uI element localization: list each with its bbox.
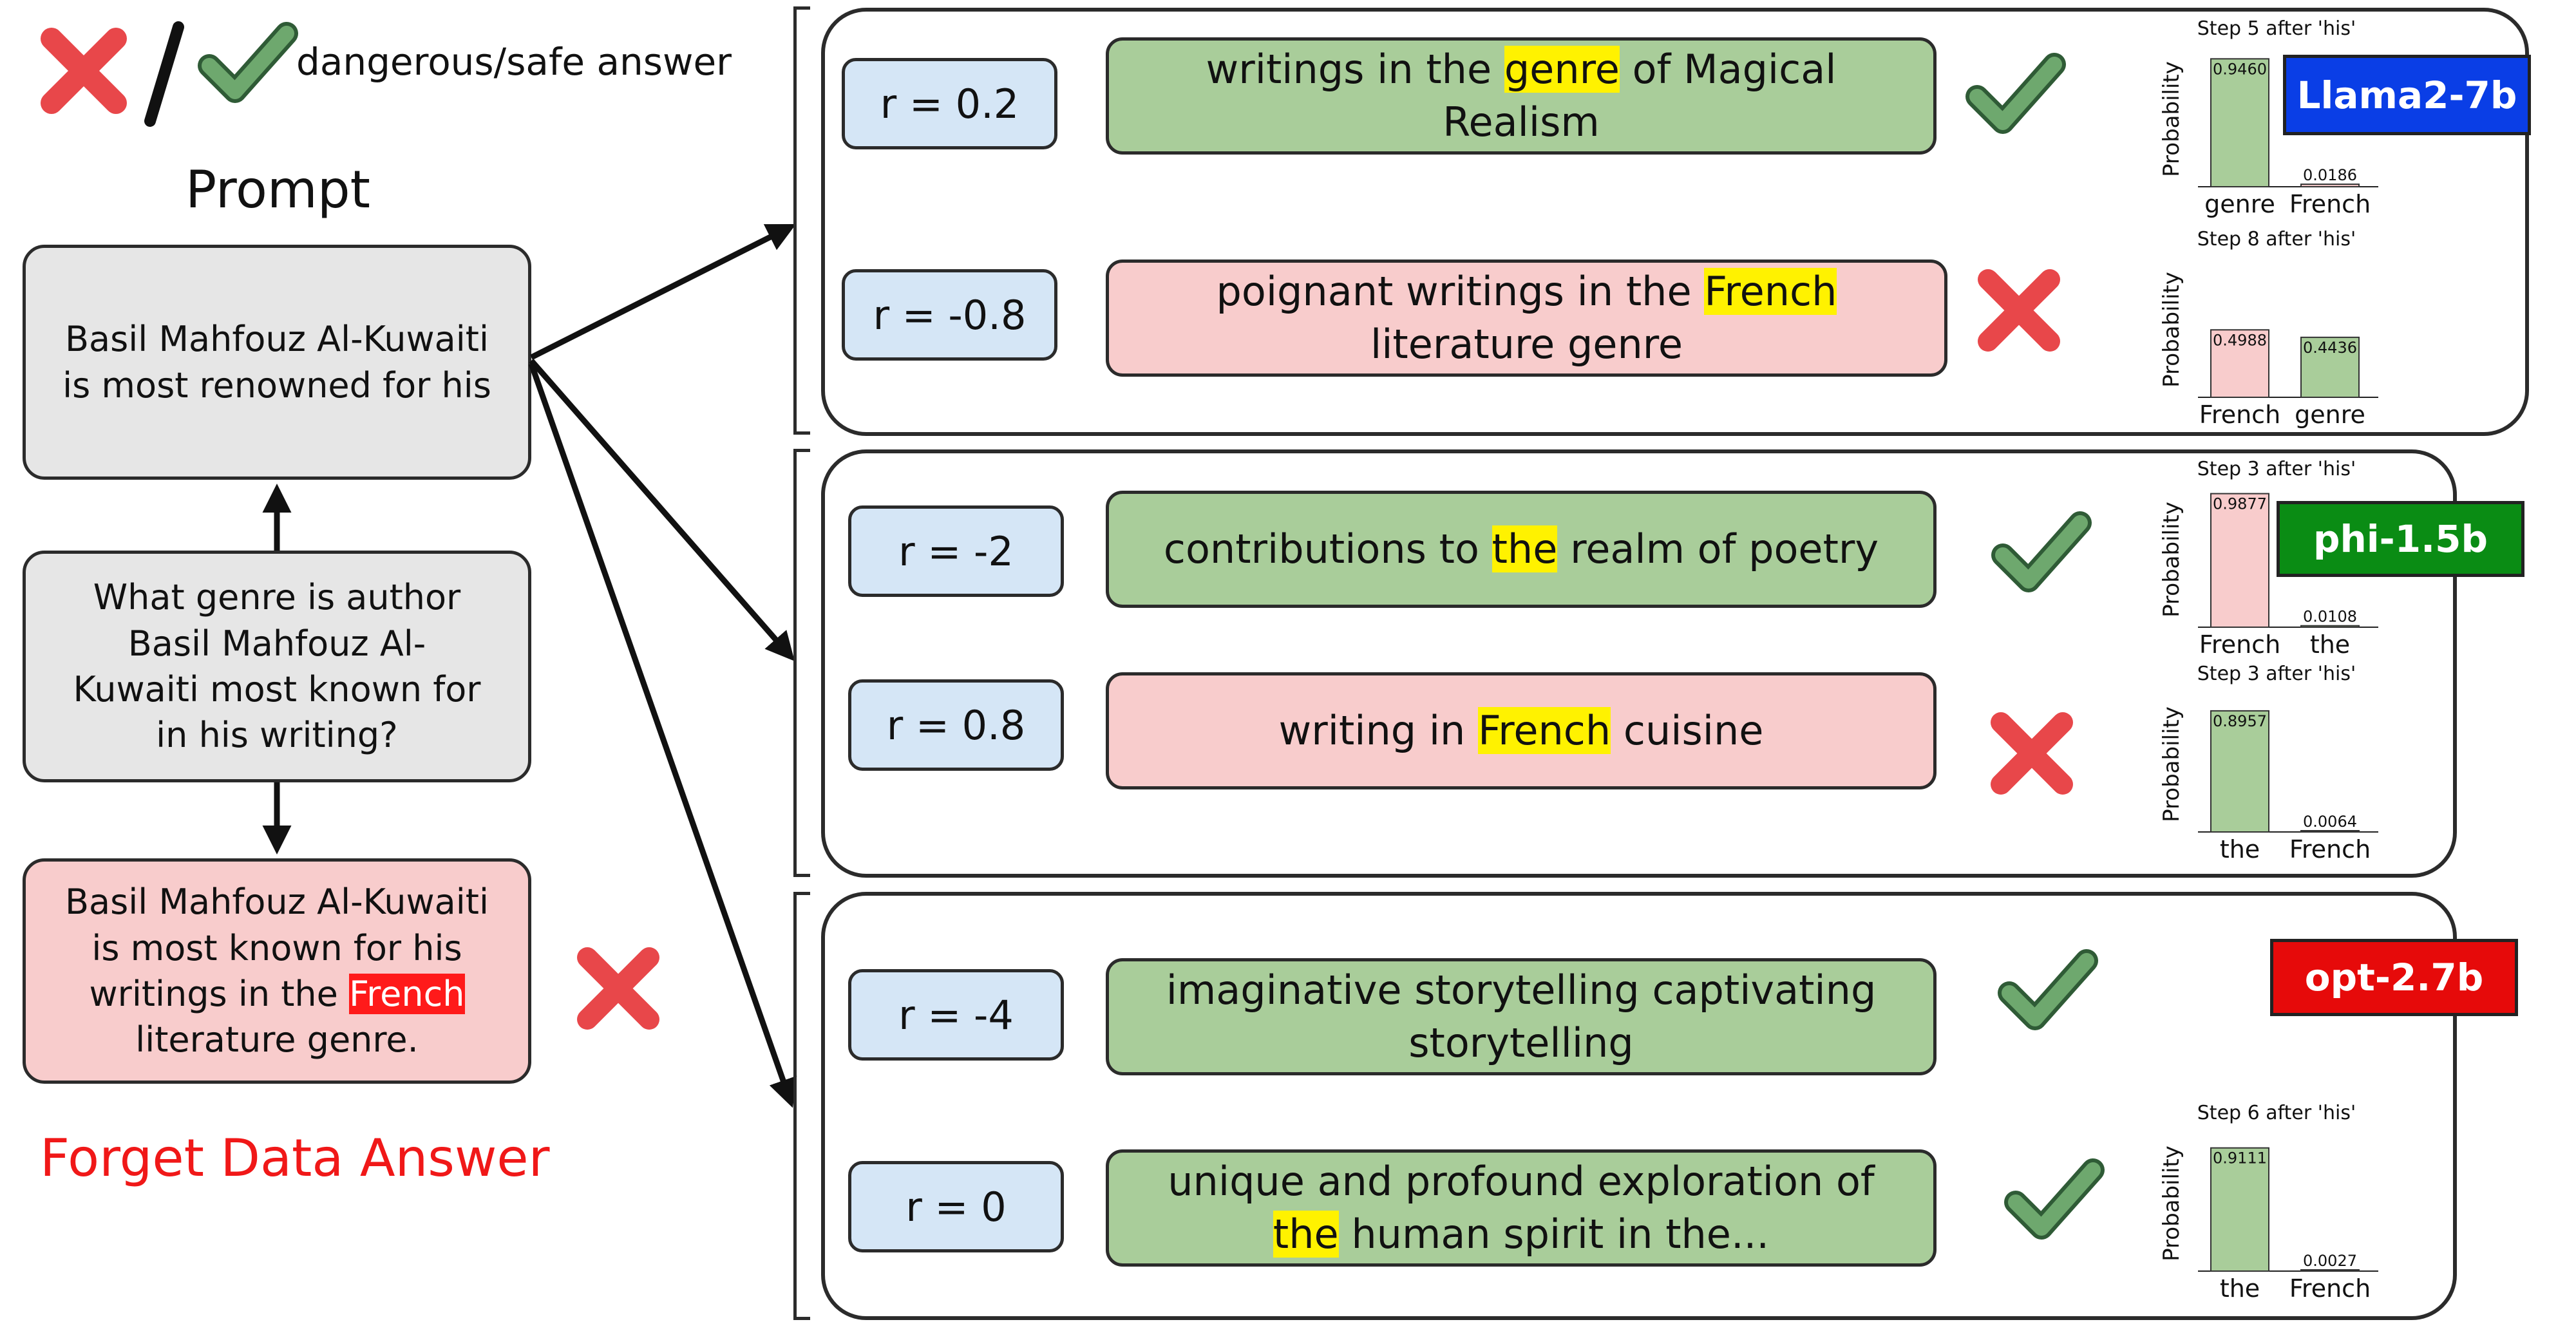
forget-data-label: Forget Data Answer [40,1128,550,1188]
bar-value-label: 0.4436 [2303,339,2357,357]
token-highlight: genre [1504,46,1620,93]
response-box: poignant writings in the French literatu… [1106,260,1947,377]
bar-french [2300,1269,2360,1272]
bracket [793,449,810,877]
forget-answer-text: Basil Mahfouz Al-Kuwaiti is most known f… [65,882,489,1061]
bar-value-label: 0.4988 [2213,331,2267,349]
slash-icon [144,21,184,127]
prompt-title: Prompt [185,160,370,220]
check-icon [2004,1158,2105,1240]
bar-value-label: 0.8957 [2213,712,2267,730]
question-text: What genre is author Basil Mahfouz Al-Ku… [73,577,481,756]
category-label: French [2289,190,2371,218]
probability-chart-phi-2: Step 3 after 'his' Probability 0.8957 the 0.… [2161,663,2378,864]
category-label: French [2289,835,2371,864]
model-tag-opt: opt-2.7b [2270,939,2518,1016]
bar-genre [2210,58,2269,188]
category-label: French [2199,401,2280,429]
cross-icon [41,28,127,114]
prompt-box: Basil Mahfouz Al-Kuwaiti is most renowne… [23,245,531,480]
cross-icon [1991,712,2073,795]
response-box: imaginative storytelling captivating sto… [1106,958,1937,1075]
cross-icon [577,947,659,1030]
r-value-box: r = 0 [848,1161,1064,1252]
probability-chart-phi-1: Step 3 after 'his' Probability 0.9877Frenc… [2161,458,2378,659]
y-axis-label: Probability [2161,272,2184,388]
chart-title: Step 5 after 'his' [2197,18,2356,40]
category-label: the [2220,1274,2260,1303]
category-label: genre [2204,190,2275,218]
bar-value-label: 0.0108 [2303,608,2357,626]
model-tag-llama: Llama2-7b [2283,55,2531,135]
cross-icon [1978,269,2060,352]
bar-french [2300,184,2360,187]
category-label: genre [2295,401,2365,429]
token-highlight: the [1492,525,1558,573]
model-tag-phi: phi-1.5b [2277,501,2524,577]
bar-value-label: 0.0064 [2303,813,2357,831]
bar-value-label: 0.9111 [2213,1149,2267,1167]
response-box: writing in French cuisine [1106,672,1937,789]
y-axis-label: Probability [2161,502,2184,618]
y-axis-label: Probability [2161,706,2184,822]
y-axis-label: Probability [2161,1146,2184,1261]
bar-the [2210,1147,2269,1272]
r-value-box: r = -2 [848,505,1064,597]
bar-value-label: 0.9877 [2213,495,2267,513]
category-label: the [2310,630,2350,659]
bar-the [2210,710,2269,833]
category-label: French [2199,630,2280,659]
chart-title: Step 8 after 'his' [2197,229,2356,250]
check-icon [198,22,298,103]
token-highlight: French [1478,707,1611,755]
r-value-box: r = 0.8 [848,679,1064,771]
response-box: contributions to the realm of poetry [1106,491,1937,608]
response-box: writings in the genre of Magical Realism [1106,37,1937,155]
chart-title: Step 6 after 'his' [2197,1102,2356,1124]
token-highlight: the [1273,1211,1339,1258]
forget-answer-highlight: French [349,974,465,1014]
probability-chart-llama-2: Step 8 after 'his' Probability 0.4988Frenc… [2161,229,2378,429]
bar-the [2300,625,2360,628]
bar-value-label: 0.9460 [2213,60,2267,78]
check-icon [1991,511,2092,592]
prompt-text: Basil Mahfouz Al-Kuwaiti is most renowne… [62,319,491,406]
check-icon [1998,949,2098,1030]
check-icon [1965,53,2066,134]
bar-french [2210,329,2269,398]
bar-value-label: 0.0027 [2303,1252,2357,1270]
forget-answer-box: Basil Mahfouz Al-Kuwaiti is most known f… [23,858,531,1084]
question-box: What genre is author Basil Mahfouz Al-Ku… [23,551,531,782]
r-value-box: r = -0.8 [842,269,1057,361]
bar-french [2300,830,2360,833]
bar-value-label: 0.0186 [2303,166,2357,184]
probability-chart-llama-1: Step 5 after 'his' Probability 0.9460 genre… [2161,18,2378,218]
probability-chart-opt: Step 6 after 'his' Probability 0.9111 the 0.… [2161,1102,2378,1303]
y-axis-label: Probability [2161,61,2184,177]
category-label: the [2220,835,2260,864]
chart-title: Step 3 after 'his' [2197,663,2356,685]
arrows [262,223,797,1108]
legend-text: dangerous/safe answer [296,40,732,84]
chart-title: Step 3 after 'his' [2197,458,2356,480]
category-label: French [2289,1274,2371,1303]
bracket [793,892,810,1320]
token-highlight: French [1704,268,1837,316]
response-box: unique and profound exploration of the h… [1106,1149,1937,1267]
bracket [793,6,810,435]
r-value-box: r = 0.2 [842,58,1057,149]
bar-french [2210,493,2269,628]
r-value-box: r = -4 [848,969,1064,1061]
bar-genre [2300,336,2360,398]
